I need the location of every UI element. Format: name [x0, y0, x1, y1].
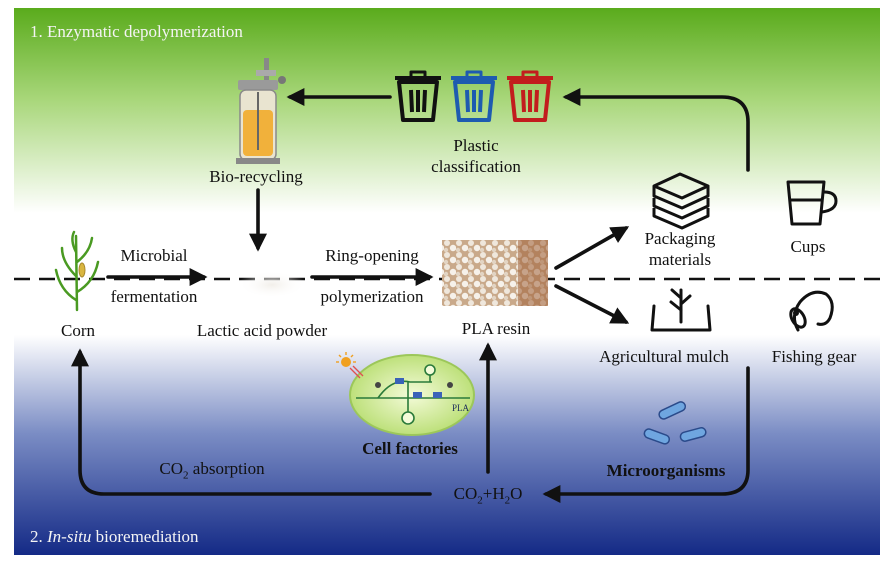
lactic-acid-label: Lactic acid powder: [196, 321, 328, 340]
cell-pla-label: PLA: [452, 403, 470, 413]
arrow-to-packaging: [554, 226, 630, 270]
polymerization-label: polymerization: [320, 287, 424, 306]
pla-resin-label: PLA resin: [461, 319, 531, 338]
bio-recycling-label: Bio-recycling: [209, 167, 303, 186]
microorganisms-label: Microorganisms: [606, 461, 726, 480]
co2-h2o-label: CO2+H2O: [453, 484, 523, 507]
corn-plant-icon: [54, 230, 100, 312]
trash-bin-icon: [451, 70, 497, 122]
trash-bin-icon: [395, 70, 441, 122]
arrow-to-mulch: [554, 284, 630, 324]
ring-opening-label: Ring-opening: [325, 246, 419, 265]
bioreactor-icon: [236, 58, 286, 164]
cups-label: Cups: [790, 237, 826, 256]
section-title-enzymatic: 1. Enzymatic depolymerization: [30, 22, 243, 41]
agricultural-mulch-label: Agricultural mulch: [599, 347, 729, 366]
top-band: [14, 8, 880, 213]
fishing-gear-label: Fishing gear: [771, 347, 857, 366]
powder-pile-icon: [238, 268, 306, 296]
corn-label: Corn: [61, 321, 95, 340]
section-title-bioremediation: 2. In-situ bioremediation: [30, 527, 199, 546]
arrow-co2-to-corn: [71, 348, 432, 496]
cell-factories-label: Cell factories: [362, 439, 458, 458]
mulch-sprout-icon: [650, 288, 712, 332]
arrow-products-to-classification: [562, 88, 750, 172]
box-stack-icon: [652, 172, 710, 230]
bacteria-icon: [643, 401, 707, 445]
trash-bin-icon: [507, 70, 553, 122]
fermentation-label: fermentation: [110, 287, 198, 306]
fishing-hook-icon: [789, 290, 834, 332]
co2-absorption-label: CO2 absorption: [159, 459, 265, 482]
microbial-label: Microbial: [120, 246, 188, 265]
cell-factory-icon: [336, 352, 475, 436]
arrow-degradation: [542, 366, 750, 503]
cup-icon: [786, 180, 838, 226]
